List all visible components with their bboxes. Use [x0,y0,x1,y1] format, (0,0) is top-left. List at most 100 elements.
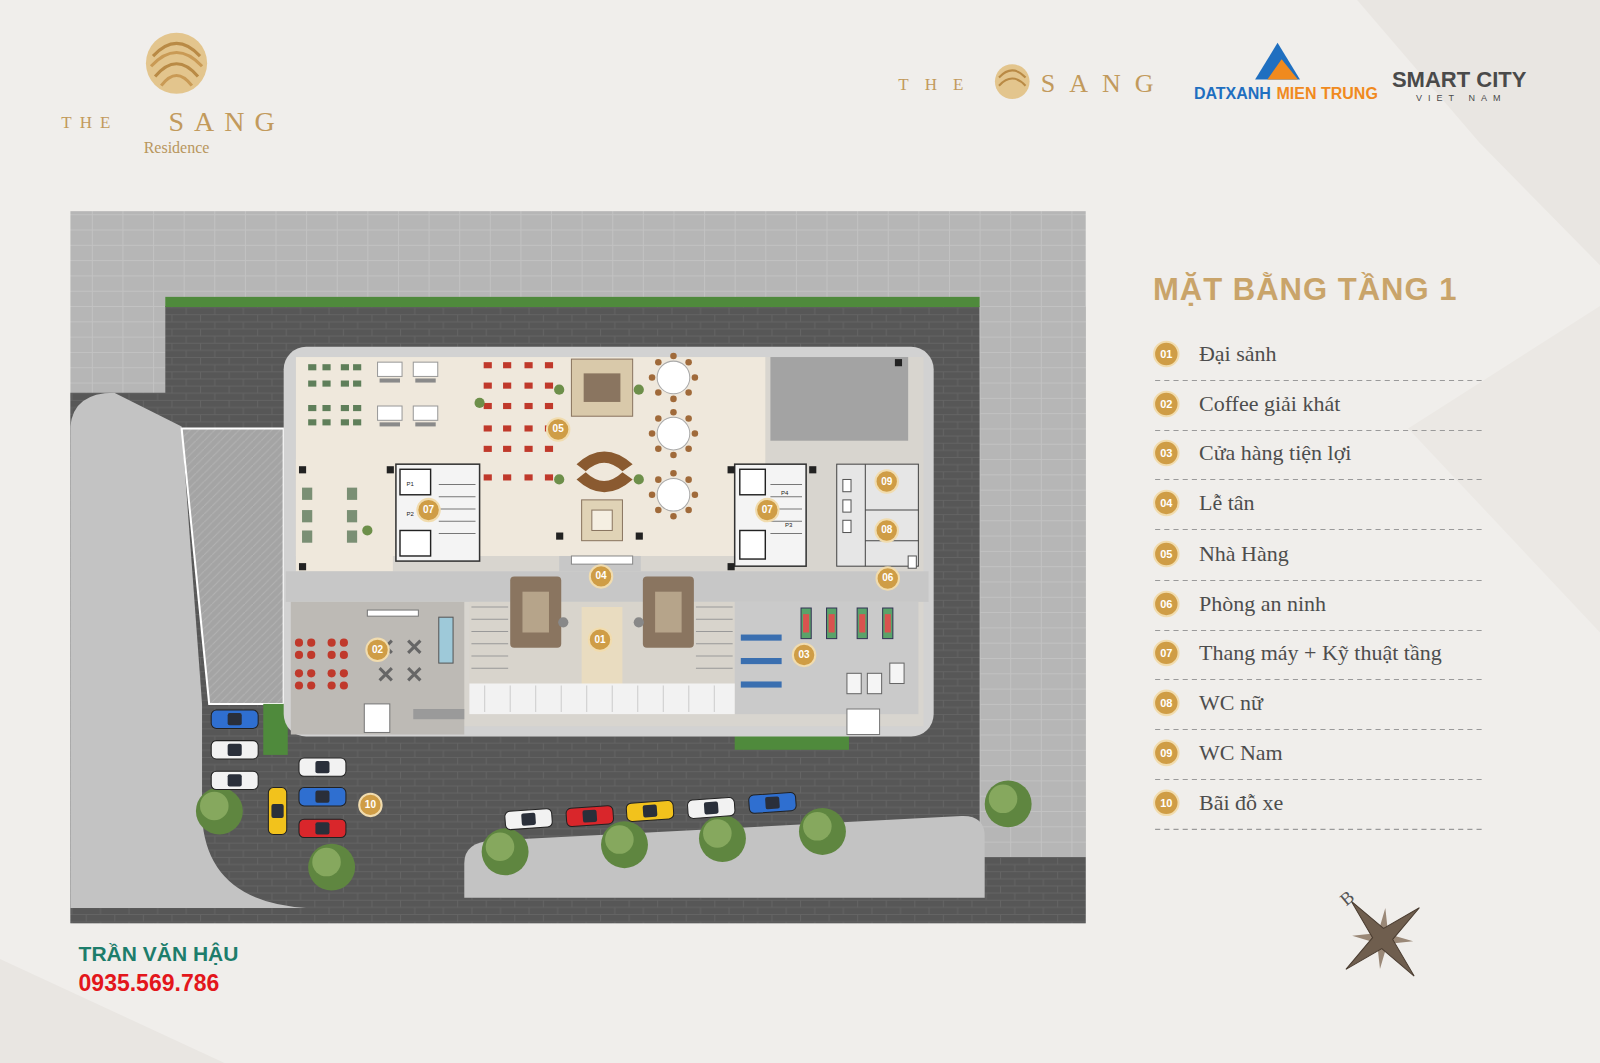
bg-facet [1408,306,1600,632]
callout-number: 02 [372,645,383,655]
callout-circle [1154,741,1178,765]
chair [545,446,553,452]
chair [503,362,511,368]
tree [799,808,846,855]
legend-separators [1155,381,1482,830]
legend-number: 03 [1160,447,1172,458]
counter [741,681,782,687]
tree-highlight [486,832,515,861]
tree [985,780,1032,827]
car-roof [228,713,242,725]
chair [484,403,492,409]
planter [634,385,644,395]
lift-shaft [740,530,766,559]
chair [302,510,312,522]
tree [601,821,648,868]
stair-step [439,509,476,510]
legend-number: 07 [1160,647,1172,658]
car-body [748,792,796,814]
chair [308,381,316,387]
lounge-sofa [584,373,621,402]
store-floor [735,602,919,714]
column [387,466,394,473]
lift-tag: P2 [407,511,414,517]
stair-step [696,606,733,607]
chair [655,359,662,366]
tree [196,788,243,835]
logo-word: THE [898,75,979,92]
car-body [299,819,346,837]
brand-name: SMART CITY [1392,69,1526,91]
datxanh-logo [1255,43,1300,80]
fridge [847,673,861,693]
chair [649,492,656,499]
chair [340,651,348,659]
canopy-line [484,686,485,713]
chair [295,639,303,647]
compass-letter: B [1337,887,1358,909]
callout-number: 03 [799,650,810,660]
callout-circle [876,470,898,492]
legend-separator [1155,529,1482,530]
callout-circle [1154,491,1178,515]
column [636,533,643,540]
core-left [396,464,480,561]
carpet [592,510,612,530]
car [268,788,286,835]
chair [524,446,532,452]
callout-circle [756,499,778,521]
planter [554,385,564,395]
lift-shaft [740,469,766,495]
chair [670,513,677,520]
legend-number: 01 [1160,348,1172,359]
tree-highlight [312,848,341,877]
legend-number: 09 [1160,747,1172,758]
fridge [890,663,904,683]
chair [670,470,677,477]
canopy-line [561,686,562,713]
restaurant-floor [296,459,393,571]
reception-desk [571,556,632,564]
chair [670,396,677,403]
plan-shape [196,353,1032,891]
logo-shell [146,33,207,94]
chair [340,669,348,677]
bench [415,422,435,426]
lift-tag: P4 [781,490,788,496]
chair [503,403,511,409]
chair [670,353,677,360]
callout-circle [1154,392,1178,416]
callout-number: 08 [881,525,892,535]
callout-circle [547,418,569,440]
plan-shape [146,33,207,94]
stair-step [696,668,733,669]
callout-circle [877,567,899,589]
chair [347,488,357,500]
wc-wall [865,464,866,566]
shelf-goods [859,614,865,632]
chair [322,405,330,411]
canopy-line [510,686,511,713]
chair [353,419,361,425]
chair [503,383,511,389]
legend-text: Đại sảnh [1199,343,1277,365]
car-roof [271,804,283,818]
chair [295,669,303,677]
table [378,406,402,420]
chair [347,510,357,522]
chair [649,430,656,437]
legend-separator [1155,729,1482,730]
chair [322,364,330,370]
tree [308,844,355,891]
car [299,758,346,776]
round-table [657,361,690,394]
chair [655,415,662,422]
car-body [268,788,286,835]
table [378,362,402,376]
callout-circle [366,639,388,661]
callout-circles [359,342,1178,816]
plan-shape [153,43,200,56]
lounge [571,359,632,416]
plan-shape [1255,43,1300,80]
